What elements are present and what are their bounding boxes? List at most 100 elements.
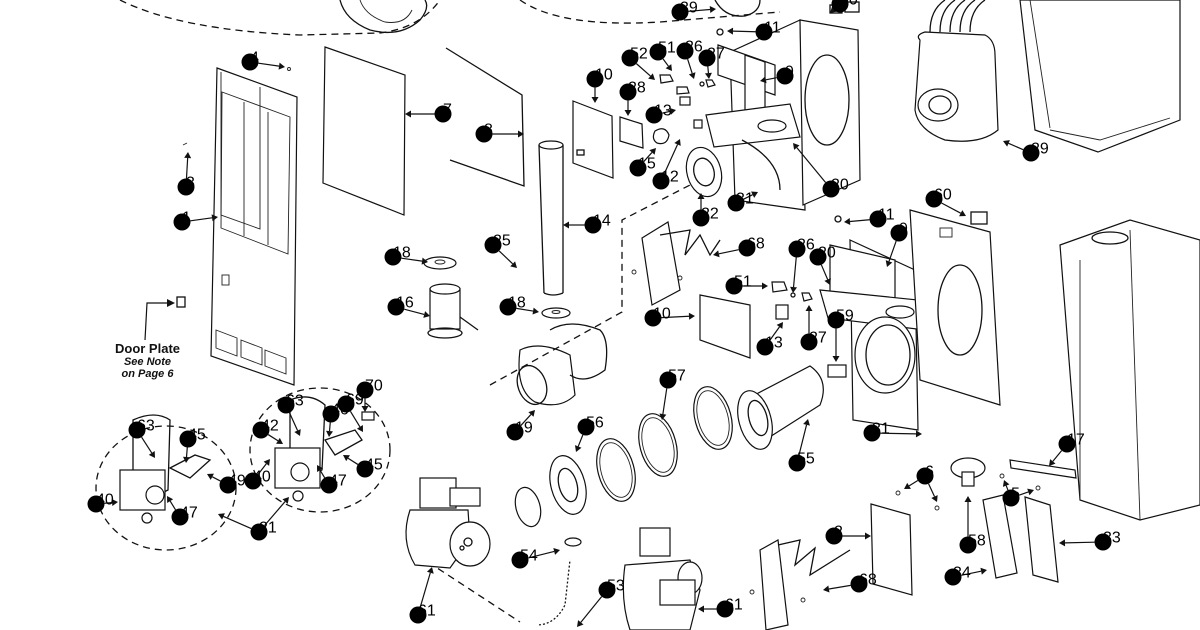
leader-line — [707, 66, 710, 74]
callout-part-52 — [635, 63, 655, 80]
callout-balloon — [788, 240, 806, 258]
leader-line — [663, 144, 679, 174]
leader-line — [498, 250, 514, 265]
arrowhead-icon — [591, 97, 599, 103]
callout-number: 13 — [654, 103, 672, 120]
arrowhead-icon — [824, 278, 831, 285]
callout-part-68 — [823, 584, 851, 593]
arrowhead-icon — [624, 110, 632, 116]
callout-balloon — [320, 476, 338, 494]
arrowhead-icon — [211, 214, 218, 222]
callout-part-21 — [264, 497, 289, 526]
arrowhead-icon — [931, 495, 938, 502]
arrowhead-icon — [1003, 140, 1010, 147]
heat-exchanger — [914, 0, 999, 142]
callout-balloon — [87, 495, 105, 513]
arrowhead-icon — [751, 191, 758, 198]
callout-balloon — [890, 224, 908, 242]
callout-balloon — [577, 418, 595, 436]
callout-balloon — [644, 309, 662, 327]
callout-part-57 — [659, 388, 668, 420]
callout-balloon — [584, 216, 602, 234]
callout-balloon — [322, 405, 340, 423]
callout-number: 60 — [840, 0, 858, 9]
callout-number: 49 — [228, 473, 246, 490]
leader-line — [732, 30, 756, 33]
cabinet-lower — [1059, 219, 1200, 521]
upper-partition-assembly — [705, 1, 861, 211]
callout-balloon — [822, 180, 840, 198]
leader-line — [941, 202, 961, 214]
leader-line — [828, 584, 851, 590]
arrowhead-icon — [1027, 488, 1034, 496]
leader-line — [662, 388, 668, 415]
leader-line — [185, 157, 189, 179]
callout-part-63 — [141, 436, 155, 458]
gas-valve-subassembly-right — [249, 387, 391, 513]
callout-number: 52 — [630, 46, 648, 63]
callout-part-5 — [1002, 480, 1010, 491]
leader-line — [223, 515, 252, 530]
callout-layer: 1234567899101011111213131514161718181920… — [87, 0, 1121, 627]
callout-part-17 — [1049, 450, 1063, 466]
leader-line — [520, 414, 532, 427]
callout-number: 4 — [250, 50, 259, 67]
callout-part-7 — [405, 110, 435, 118]
bottom-right-parts — [870, 457, 1077, 596]
arrowhead-icon — [980, 567, 987, 575]
arrowhead-icon — [904, 482, 911, 489]
callout-part-26 — [687, 58, 696, 79]
leader-line — [718, 249, 739, 255]
arrowhead-icon — [959, 210, 966, 217]
callout-part-25 — [498, 250, 517, 268]
door-plate-leader — [144, 299, 175, 341]
arrowhead-icon — [317, 465, 324, 472]
leader-line — [880, 432, 917, 435]
callout-number: 51 — [734, 274, 752, 291]
arrowhead-icon — [823, 585, 830, 593]
leader-line — [849, 219, 870, 223]
leader-line — [288, 412, 299, 431]
callout-balloon — [499, 298, 517, 316]
callout-balloon — [671, 3, 689, 21]
callout-part-33 — [1059, 539, 1095, 547]
arrowhead-icon — [111, 499, 118, 507]
callout-balloon — [506, 423, 524, 441]
callout-balloon — [755, 23, 773, 41]
callout-balloon — [179, 430, 197, 448]
rod-8 — [445, 47, 525, 187]
callout-balloon — [850, 575, 868, 593]
burner-parts-left — [423, 256, 608, 406]
leader-line — [347, 457, 359, 465]
callout-number: 27 — [707, 46, 725, 63]
leader-line — [792, 257, 797, 288]
callout-part-20 — [793, 143, 827, 183]
arrowhead-icon — [790, 286, 798, 293]
arrowhead-icon — [282, 497, 289, 504]
callout-number: 55 — [797, 451, 815, 468]
arrowhead-icon — [148, 451, 155, 458]
callout-part-29 — [1003, 140, 1024, 151]
callout-number: 11 — [764, 20, 781, 37]
leader-line — [264, 501, 286, 526]
callout-part-3 — [184, 152, 192, 179]
callout-number: 10 — [653, 306, 671, 323]
callout-number: 29 — [1031, 141, 1049, 158]
leader-line — [190, 217, 213, 222]
callout-balloon — [809, 248, 827, 266]
callout-balloon — [277, 396, 295, 414]
callout-number: 8 — [484, 122, 493, 139]
callout-number: 57 — [668, 368, 686, 385]
callout-part-14 — [563, 221, 585, 229]
callout-number: 45 — [188, 427, 206, 444]
callout-part-28 — [624, 100, 632, 116]
callout-number: 56 — [586, 415, 604, 432]
callout-part-47 — [317, 465, 326, 479]
leader-line — [687, 58, 693, 74]
callout-part-5 — [1018, 488, 1034, 496]
callout-balloon — [171, 508, 189, 526]
arrowhead-icon — [762, 282, 768, 290]
leader-line — [1018, 491, 1029, 496]
callout-number: 42 — [261, 418, 279, 435]
callout-balloon — [676, 42, 694, 60]
